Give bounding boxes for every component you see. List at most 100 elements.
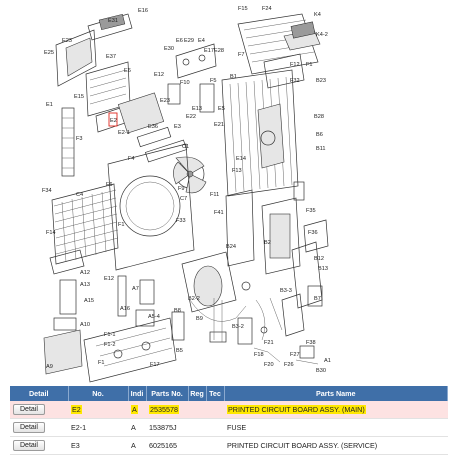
svg-text:A9: A9 xyxy=(46,364,53,370)
parts-no-value: 2535578 xyxy=(149,405,179,414)
detail-button[interactable]: Detail xyxy=(13,404,45,415)
svg-text:B2: B2 xyxy=(264,240,271,246)
tec-cell xyxy=(206,418,224,437)
svg-text:B12: B12 xyxy=(314,256,324,262)
reg-cell xyxy=(188,401,206,419)
svg-text:F1: F1 xyxy=(306,62,313,68)
svg-text:F32: F32 xyxy=(290,78,300,84)
header-indi[interactable]: Indi xyxy=(128,386,147,401)
tec-cell xyxy=(206,436,224,455)
svg-text:F14: F14 xyxy=(46,230,56,236)
indi-cell: A xyxy=(128,401,146,419)
svg-text:B30: B30 xyxy=(316,368,326,374)
table-row[interactable]: Detail E3 A 6025165 PRINTED CIRCUIT BOAR… xyxy=(10,436,448,455)
svg-text:E5: E5 xyxy=(218,106,225,112)
svg-text:B2-2: B2-2 xyxy=(188,296,200,302)
svg-text:B9: B9 xyxy=(196,316,203,322)
svg-text:F34: F34 xyxy=(42,188,52,194)
svg-text:E4: E4 xyxy=(198,38,205,44)
front-panel xyxy=(51,143,195,271)
detail-button[interactable]: Detail xyxy=(13,422,45,433)
svg-text:F24: F24 xyxy=(262,6,272,12)
detail-cell: Detail xyxy=(10,436,68,455)
svg-text:F27: F27 xyxy=(290,352,300,358)
svg-text:A7: A7 xyxy=(132,286,139,292)
svg-text:E29: E29 xyxy=(184,38,194,44)
svg-text:F17: F17 xyxy=(150,362,160,368)
lower-right-parts xyxy=(237,241,323,365)
right-panels xyxy=(225,181,329,275)
svg-text:B5: B5 xyxy=(176,348,183,354)
svg-text:E31: E31 xyxy=(108,18,118,24)
detail-button[interactable]: Detail xyxy=(13,440,45,451)
parts-name-value: PRINTED CIRCUIT BOARD ASSY. (MAIN) xyxy=(227,405,366,414)
svg-text:F1: F1 xyxy=(98,360,105,366)
svg-text:B24: B24 xyxy=(226,244,236,250)
parts-name-value: PRINTED CIRCUIT BOARD ASSY. (SERVICE) xyxy=(224,436,448,455)
parts-table: Detail No. Indi Parts No. Reg Tec Parts … xyxy=(10,386,448,455)
svg-text:C7: C7 xyxy=(180,196,187,202)
svg-text:E6: E6 xyxy=(124,68,131,74)
svg-text:E16: E16 xyxy=(138,8,148,14)
header-tec[interactable]: Tec xyxy=(206,386,225,401)
svg-text:B23: B23 xyxy=(316,78,326,84)
svg-text:E23: E23 xyxy=(62,38,72,44)
svg-text:F6: F6 xyxy=(106,182,113,188)
table-row[interactable]: Detail E2 A 2535578 PRINTED CIRCUIT BOAR… xyxy=(10,401,448,419)
svg-text:E30: E30 xyxy=(164,46,174,52)
header-detail[interactable]: Detail xyxy=(10,386,69,401)
item-no: E2-1 xyxy=(68,418,128,437)
svg-text:B3-3: B3-3 xyxy=(280,288,292,294)
svg-text:B3-2: B3-2 xyxy=(232,324,244,330)
svg-text:A10: A10 xyxy=(80,322,90,328)
svg-text:F33: F33 xyxy=(176,218,186,224)
indi-value: A xyxy=(131,405,138,414)
svg-text:A13: A13 xyxy=(80,282,90,288)
svg-text:E12: E12 xyxy=(154,72,164,78)
svg-text:F9: F9 xyxy=(178,186,185,192)
table-row[interactable]: Detail E2-1 A 153875J FUSE xyxy=(10,418,448,437)
svg-text:E25: E25 xyxy=(44,50,54,56)
svg-text:F36: F36 xyxy=(308,230,318,236)
svg-text:E37: E37 xyxy=(106,54,116,60)
svg-text:F18: F18 xyxy=(254,352,264,358)
svg-text:B1: B1 xyxy=(230,74,237,80)
table-header-row: Detail No. Indi Parts No. Reg Tec Parts … xyxy=(10,386,448,401)
svg-text:A16: A16 xyxy=(120,306,130,312)
svg-text:F7: F7 xyxy=(238,52,245,58)
svg-text:F1-2: F1-2 xyxy=(104,342,116,348)
svg-text:A15: A15 xyxy=(84,298,94,304)
svg-text:E2: E2 xyxy=(110,118,117,124)
header-reg[interactable]: Reg xyxy=(188,386,207,401)
reg-cell xyxy=(188,418,206,437)
indi-value: A xyxy=(128,436,146,455)
svg-text:E22: E22 xyxy=(186,114,196,120)
svg-text:F4: F4 xyxy=(128,156,135,162)
header-parts-no[interactable]: Parts No. xyxy=(146,386,189,401)
svg-text:E23: E23 xyxy=(160,98,170,104)
header-parts-name[interactable]: Parts Name xyxy=(224,386,448,401)
electrical-parts-cluster xyxy=(108,43,217,163)
svg-text:E36: E36 xyxy=(148,124,158,130)
svg-text:F35: F35 xyxy=(306,208,316,214)
svg-text:K4: K4 xyxy=(314,12,321,18)
svg-text:B28: B28 xyxy=(314,114,324,120)
svg-text:F41: F41 xyxy=(214,210,224,216)
svg-text:A1: A1 xyxy=(324,358,331,364)
header-no[interactable]: No. xyxy=(68,386,129,401)
reg-cell xyxy=(188,436,206,455)
svg-text:B6: B6 xyxy=(316,132,323,138)
item-no: E3 xyxy=(68,436,128,455)
part-number-cell: E2 xyxy=(68,401,128,419)
svg-text:A5-4: A5-4 xyxy=(148,314,160,320)
top-panel xyxy=(237,13,321,89)
svg-text:E13: E13 xyxy=(192,106,202,112)
svg-text:A12: A12 xyxy=(80,270,90,276)
svg-text:B11: B11 xyxy=(316,146,326,152)
svg-text:B8: B8 xyxy=(174,308,181,314)
detail-cell: Detail xyxy=(10,418,68,437)
base-pan xyxy=(83,317,177,383)
svg-text:C4: C4 xyxy=(76,192,83,198)
